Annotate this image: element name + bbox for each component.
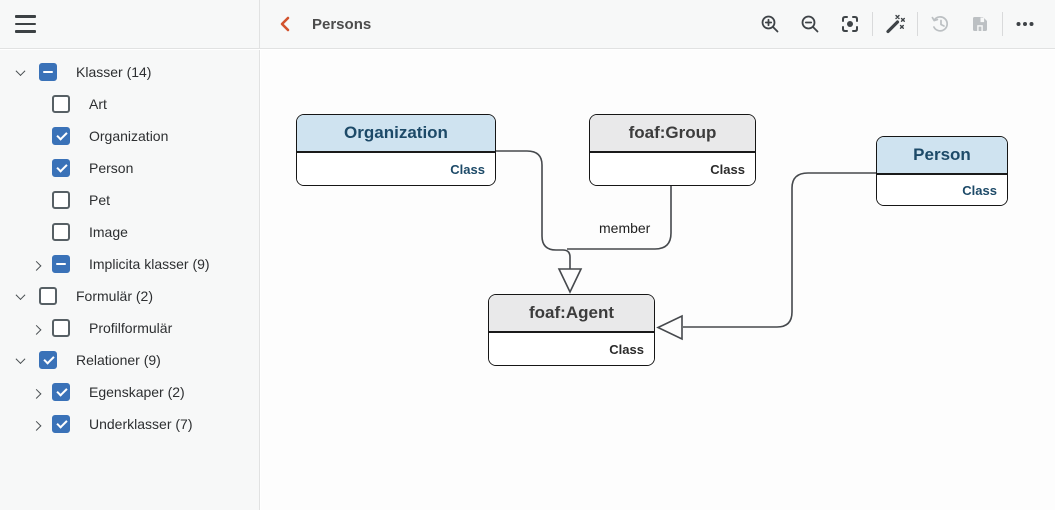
node-type-label: Class [297, 153, 495, 185]
save-floppy-icon [973, 17, 987, 31]
checkbox-unchecked[interactable] [39, 287, 57, 305]
node-type-label: Class [489, 333, 654, 365]
history-button[interactable] [920, 7, 960, 41]
chevron-right-icon[interactable] [30, 386, 42, 399]
checkbox-unchecked[interactable] [52, 319, 70, 337]
checkbox-indeterminate[interactable] [52, 255, 70, 273]
fit-view-button[interactable] [830, 7, 870, 41]
tree-item-image[interactable]: Image [0, 216, 259, 248]
edge-group-agent [567, 186, 672, 250]
chevron-right-icon[interactable] [30, 418, 42, 431]
tree-item-label: Egenskaper (2) [89, 384, 185, 400]
diagram-canvas[interactable]: Organization Class foaf:Group Class Pers… [261, 50, 1055, 510]
node-title: Person [877, 137, 1007, 175]
sidebar-tree: Klasser (14) Art Organization Person Pet… [0, 50, 260, 510]
chevron-right-icon[interactable] [30, 258, 42, 271]
toolbar-divider [917, 12, 918, 36]
tree-item-underklasser[interactable]: Underklasser (7) [0, 408, 259, 440]
checkbox-indeterminate[interactable] [39, 63, 57, 81]
node-foaf-agent[interactable]: foaf:Agent Class [488, 294, 655, 366]
checkbox-checked[interactable] [52, 415, 70, 433]
node-type-label: Class [590, 153, 755, 185]
chevron-down-icon[interactable] [14, 65, 26, 78]
tree-item-person[interactable]: Person [0, 152, 259, 184]
tree-item-label: Profilformulär [89, 320, 173, 336]
tree-item-label: Implicita klasser (9) [89, 256, 210, 272]
tree-item-label: Klasser (14) [76, 64, 152, 80]
topbar-main: Persons [260, 0, 1055, 48]
node-person[interactable]: Person Class [876, 136, 1008, 206]
tree-item-implicita-klasser[interactable]: Implicita klasser (9) [0, 248, 259, 280]
zoom-out-icon [801, 15, 819, 33]
tree-item-relationer[interactable]: Relationer (9) [0, 344, 259, 376]
tree-item-profilformular[interactable]: Profilformulär [0, 312, 259, 344]
checkbox-unchecked[interactable] [52, 95, 70, 113]
tree-item-label: Person [89, 160, 134, 176]
chevron-right-icon[interactable] [30, 322, 42, 335]
tree-item-label: Organization [89, 128, 169, 144]
zoom-out-button[interactable] [790, 7, 830, 41]
chevron-left-icon [280, 16, 290, 32]
edge-person-agent [683, 172, 876, 328]
checkbox-unchecked[interactable] [52, 223, 70, 241]
edge-label-member: member [599, 220, 651, 236]
checkbox-unchecked[interactable] [52, 191, 70, 209]
back-button[interactable] [272, 11, 298, 37]
zoom-in-button[interactable] [750, 7, 790, 41]
node-organization[interactable]: Organization Class [296, 114, 496, 186]
checkbox-checked[interactable] [52, 383, 70, 401]
tree-item-label: Underklasser (7) [89, 416, 193, 432]
checkbox-checked[interactable] [39, 351, 57, 369]
fit-view-icon [842, 16, 858, 32]
tree-item-organization[interactable]: Organization [0, 120, 259, 152]
tree-item-label: Relationer (9) [76, 352, 161, 368]
tree-item-pet[interactable]: Pet [0, 184, 259, 216]
chevron-down-icon[interactable] [14, 353, 26, 366]
node-type-label: Class [877, 175, 1007, 205]
node-title: foaf:Group [590, 115, 755, 153]
node-title: Organization [297, 115, 495, 153]
tree-item-label: Formulär (2) [76, 288, 154, 304]
hamburger-menu-icon[interactable] [13, 14, 39, 34]
tree-item-art[interactable]: Art [0, 88, 259, 120]
toolbar-divider [872, 12, 873, 36]
hollow-arrowhead-left [656, 314, 683, 341]
tree-item-klasser[interactable]: Klasser (14) [0, 56, 259, 88]
checkbox-checked[interactable] [52, 159, 70, 177]
toolbar-divider [1002, 12, 1003, 36]
checkbox-checked[interactable] [52, 127, 70, 145]
hollow-arrowhead-down [557, 268, 583, 294]
node-foaf-group[interactable]: foaf:Group Class [589, 114, 756, 186]
tree-item-egenskaper[interactable]: Egenskaper (2) [0, 376, 259, 408]
history-clock-icon [931, 16, 948, 32]
topbar-left [0, 0, 260, 48]
tree-item-label: Image [89, 224, 128, 240]
ellipsis-icon [1016, 22, 1034, 26]
tree-item-label: Art [89, 96, 107, 112]
chevron-down-icon[interactable] [14, 289, 26, 302]
node-title: foaf:Agent [489, 295, 654, 333]
tree-item-formular[interactable]: Formulär (2) [0, 280, 259, 312]
save-button[interactable] [960, 7, 1000, 41]
topbar: Persons [0, 0, 1055, 49]
magic-wand-icon [886, 14, 905, 34]
edge-organization-agent [496, 150, 571, 269]
zoom-in-icon [761, 15, 779, 33]
more-options-button[interactable] [1005, 7, 1045, 41]
toolbar [750, 7, 1045, 41]
page-title: Persons [312, 15, 372, 33]
auto-layout-wand-button[interactable] [875, 7, 915, 41]
tree-item-label: Pet [89, 192, 111, 208]
